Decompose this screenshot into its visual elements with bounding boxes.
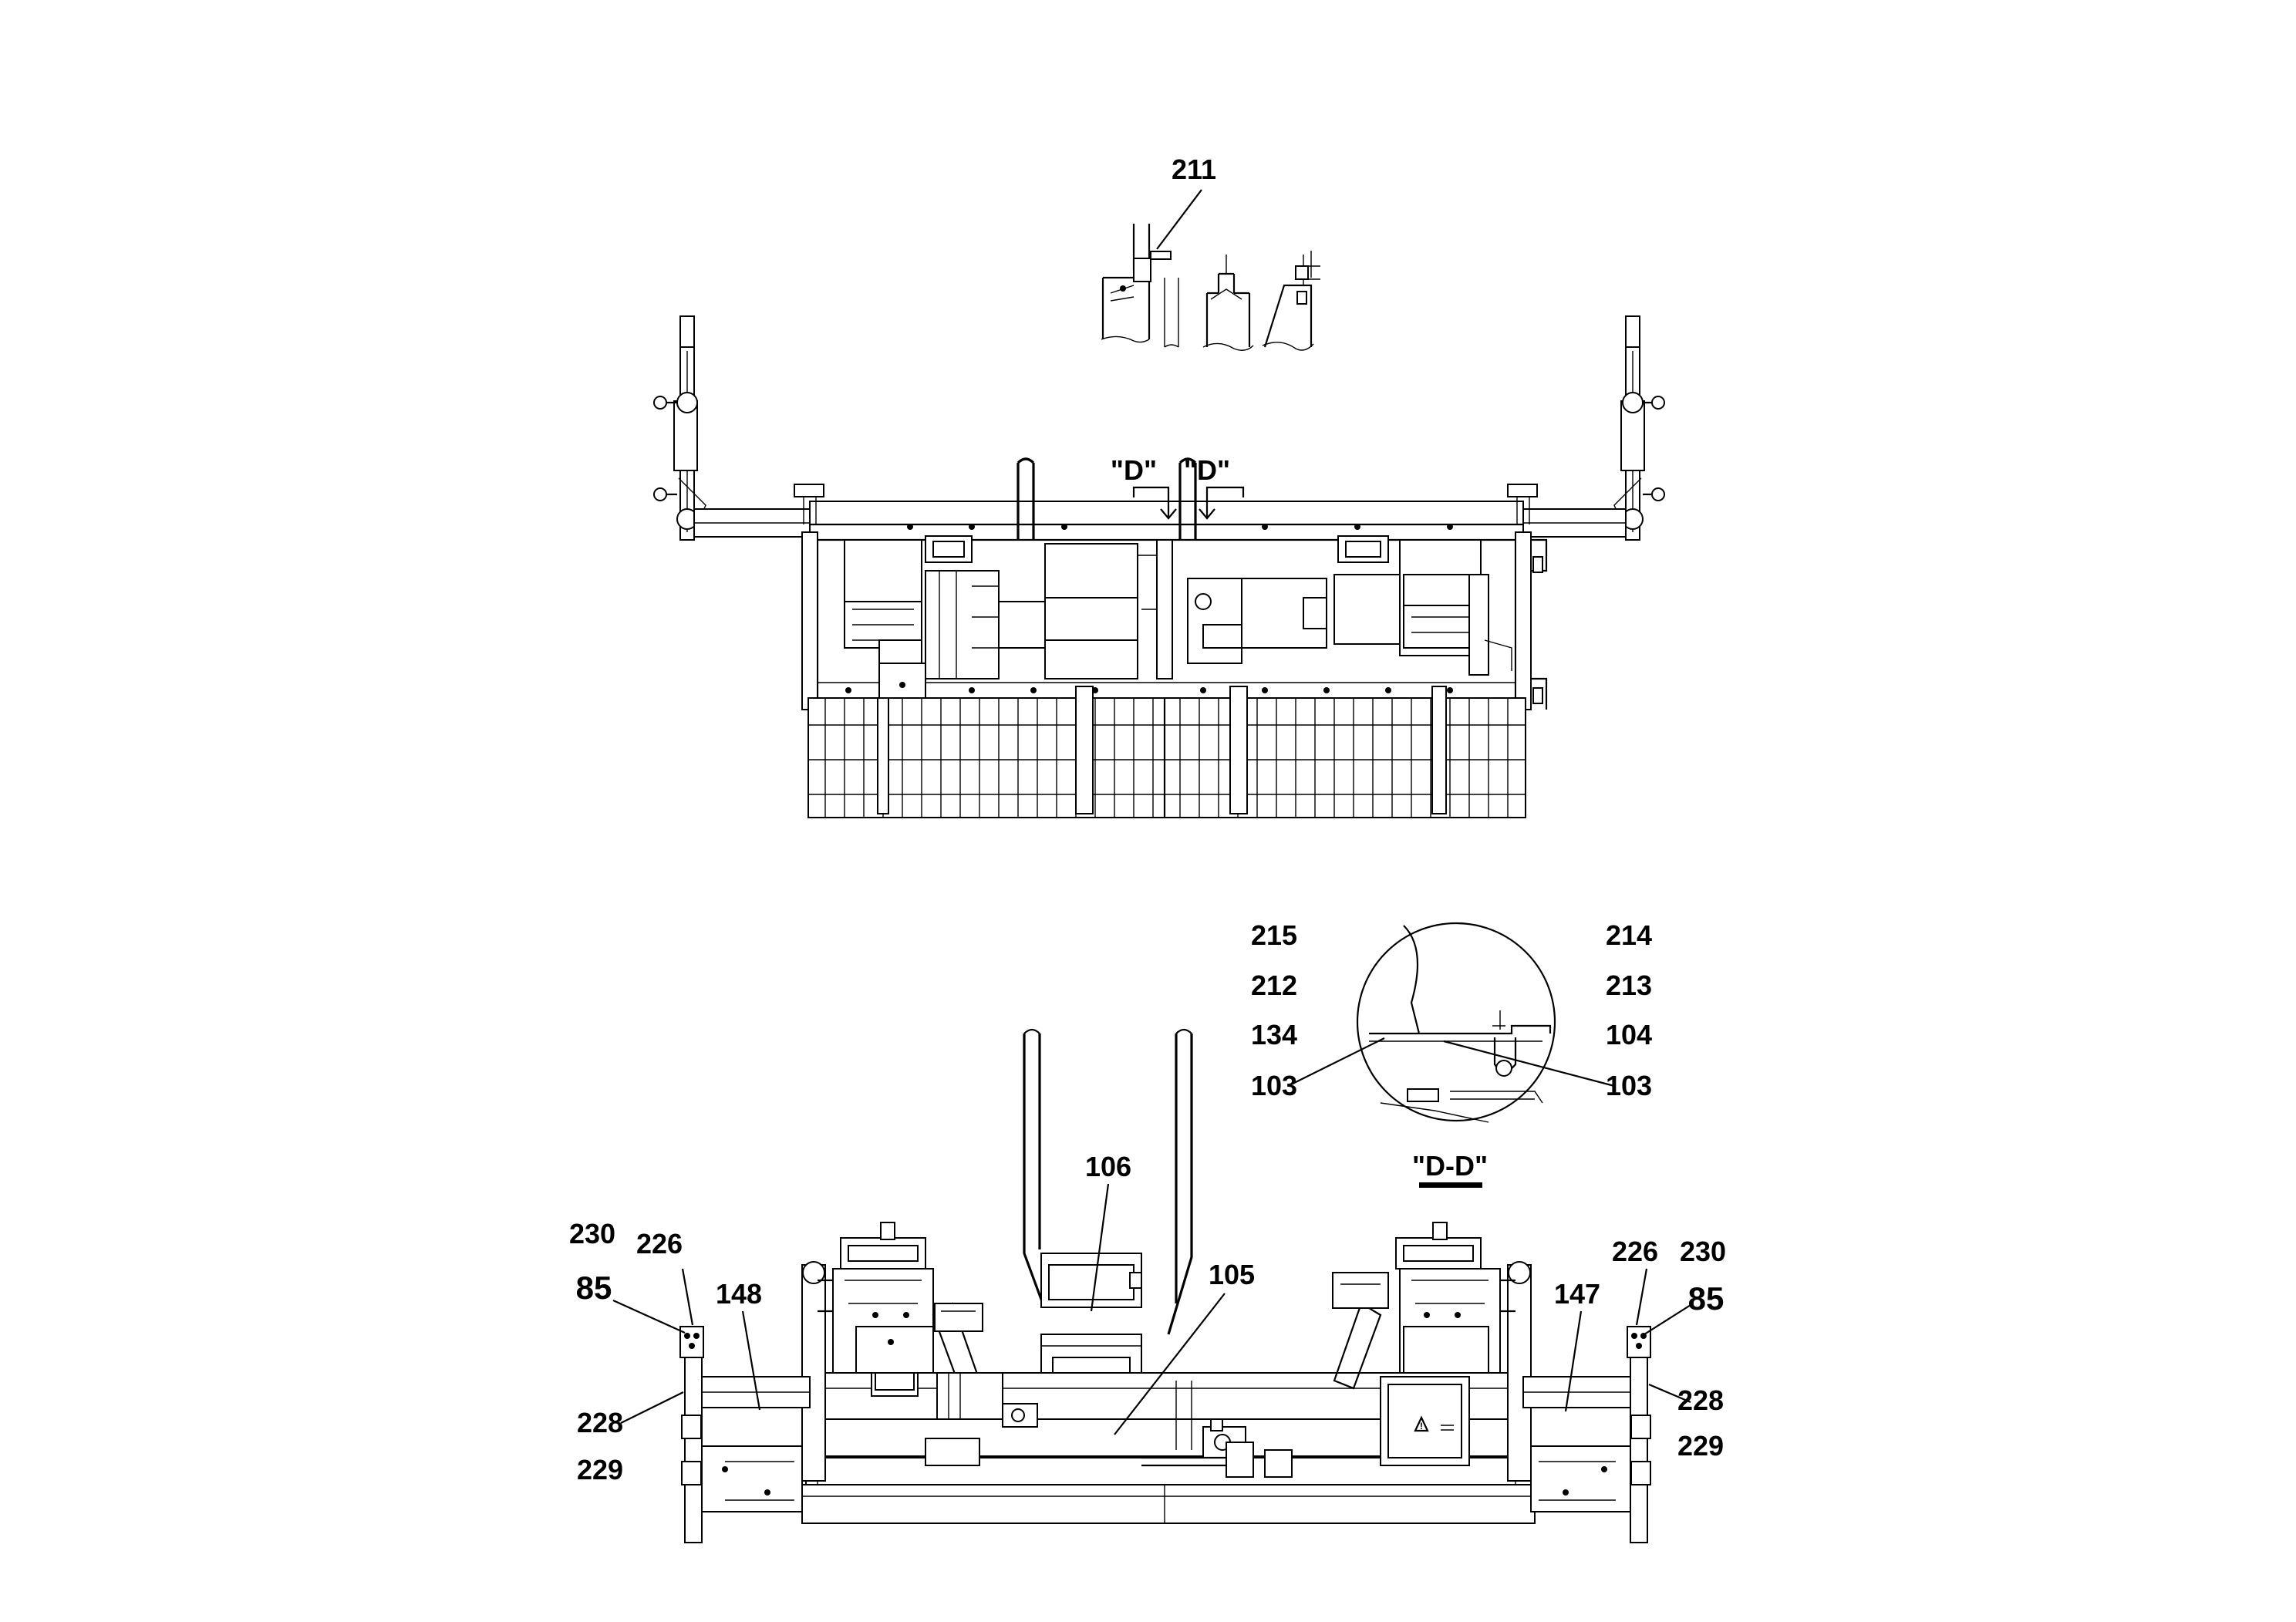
leader-105	[1114, 1293, 1226, 1435]
callout-226-left: 226	[636, 1228, 683, 1259]
leader-226-right	[1635, 1268, 1648, 1326]
callout-214: 214	[1606, 919, 1652, 951]
callout-85-right: 85	[1688, 1280, 1725, 1317]
callout-230-left: 230	[569, 1218, 615, 1249]
detail-dd-circle	[1356, 922, 1556, 1123]
callout-104: 104	[1606, 1019, 1652, 1050]
leader-85-left	[612, 1299, 686, 1334]
leader-103-right	[1443, 1040, 1615, 1088]
callout-228-left: 228	[577, 1407, 623, 1438]
callout-215: 215	[1251, 919, 1297, 951]
detail-dd-caption: "D-D"	[1412, 1150, 1488, 1182]
screed-front-view: !	[679, 1028, 1651, 1543]
callout-229-right: 229	[1677, 1430, 1724, 1462]
callout-230-right: 230	[1680, 1236, 1726, 1267]
callout-211: 211	[1172, 153, 1216, 185]
callout-105: 105	[1209, 1259, 1255, 1290]
leader-148	[741, 1310, 761, 1411]
callout-212: 212	[1251, 969, 1297, 1001]
section-mark-d-left: "D"	[1111, 454, 1157, 486]
callout-134: 134	[1251, 1019, 1297, 1050]
callout-228-right: 228	[1677, 1384, 1724, 1416]
leader-228-right	[1648, 1383, 1691, 1404]
section-marks-d	[1132, 486, 1245, 520]
callout-85-left: 85	[576, 1270, 612, 1306]
leader-226-left	[681, 1268, 694, 1326]
callout-147: 147	[1554, 1278, 1600, 1310]
callout-213: 213	[1606, 969, 1652, 1001]
callout-226-right: 226	[1612, 1236, 1658, 1267]
leader-106	[1090, 1183, 1110, 1312]
callout-229-left: 229	[577, 1454, 623, 1485]
callout-106: 106	[1085, 1151, 1131, 1182]
callout-103-left: 103	[1251, 1070, 1297, 1101]
leader-85-right	[1644, 1304, 1691, 1335]
callout-103-right: 103	[1606, 1070, 1652, 1101]
detail-211-sketches	[1101, 224, 1320, 351]
leader-228-left	[620, 1391, 684, 1424]
screed-top-view	[653, 315, 1665, 818]
leader-147	[1564, 1310, 1583, 1412]
warning-icon: !	[1420, 1421, 1423, 1431]
section-mark-d-right: "D"	[1184, 454, 1230, 486]
leader-103-left	[1287, 1037, 1385, 1087]
leader-211	[1156, 189, 1202, 250]
callout-148: 148	[716, 1278, 762, 1310]
